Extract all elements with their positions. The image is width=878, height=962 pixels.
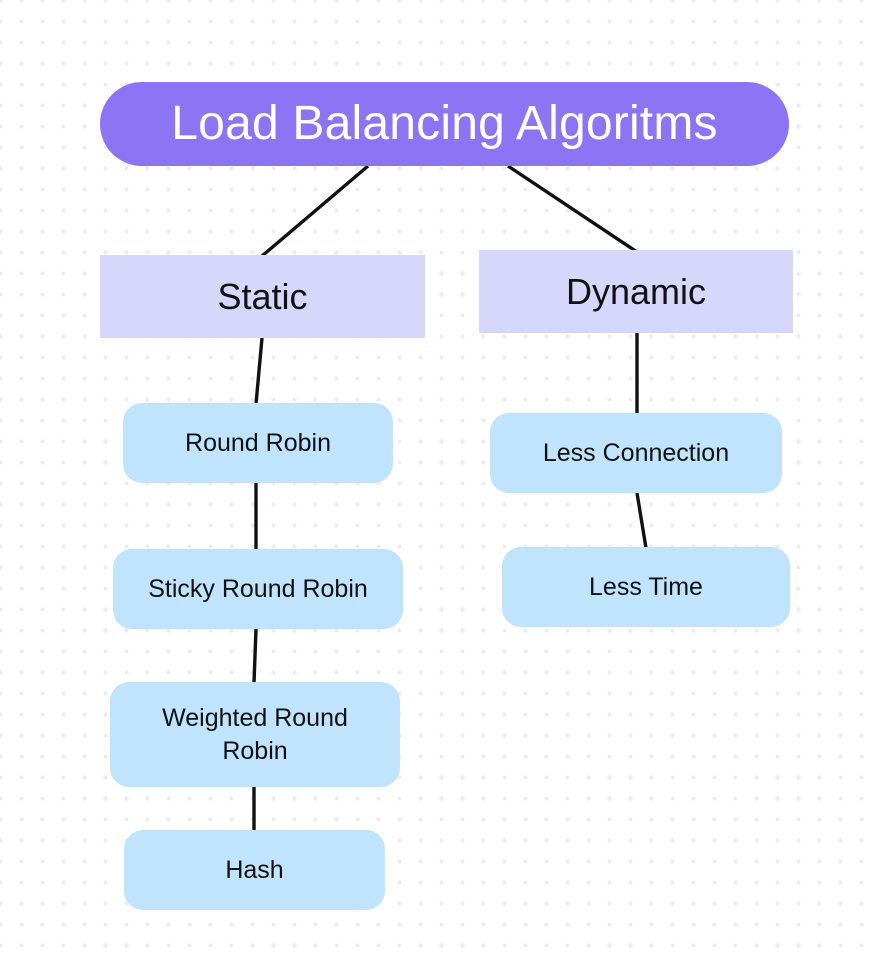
node-static[interactable]: Static <box>100 255 425 338</box>
edge-root-to-static <box>260 164 370 258</box>
node-round-robin[interactable]: Round Robin <box>123 403 393 483</box>
edge-less-connection-to-less-time <box>635 492 648 549</box>
edge-root-to-dynamic <box>507 164 638 254</box>
edge-static-to-round-robin <box>254 337 264 405</box>
node-weighted-round-robin[interactable]: Weighted Round Robin <box>110 682 400 787</box>
node-root[interactable]: Load Balancing Algoritms <box>100 82 789 166</box>
node-less-connection[interactable]: Less Connection <box>490 413 782 493</box>
node-hash[interactable]: Hash <box>124 830 385 910</box>
node-sticky-round-robin[interactable]: Sticky Round Robin <box>113 549 403 629</box>
node-less-time[interactable]: Less Time <box>502 547 790 627</box>
edge-sticky-round-robin-to-weighted-round-robin <box>252 628 258 684</box>
node-dynamic[interactable]: Dynamic <box>479 250 793 333</box>
